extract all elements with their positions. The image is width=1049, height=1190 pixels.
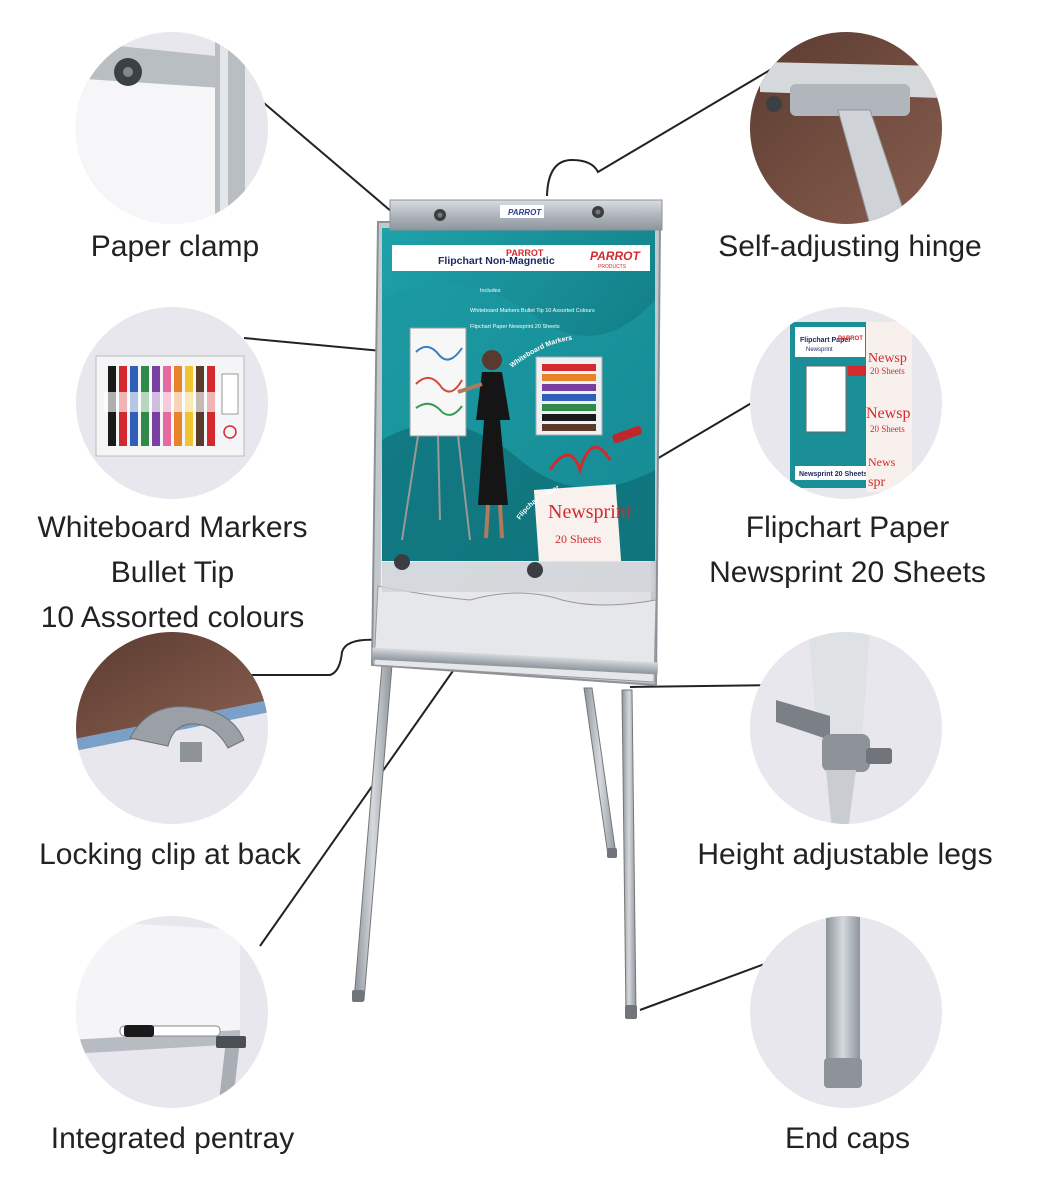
feature-image-legs: [750, 632, 942, 824]
pack-footer: Newsprint 20 Sheets: [799, 471, 868, 478]
poster-includes-heading: Includes: [480, 288, 501, 294]
label-flipchart-paper: Flipchart Paper Newsprint 20 Sheets: [675, 505, 1020, 595]
back-leg: [583, 687, 617, 856]
pack-title: Flipchart Paper: [800, 337, 851, 344]
feature-image-hinge: [750, 32, 942, 224]
label-line: Whiteboard Markers: [37, 511, 308, 544]
pack-word-1: Newsp: [868, 351, 907, 366]
label-line: Self-adjusting hinge: [718, 230, 982, 263]
connector-paper: [649, 397, 761, 464]
label-paper-clamp: Paper clamp: [40, 224, 310, 269]
pack-word-2: 20 Sheets: [870, 366, 905, 376]
clamp-knob-right: [592, 206, 604, 218]
back-end-cap: [607, 848, 617, 858]
poster-newsprint-word: Newsprint: [548, 501, 632, 523]
poster-sheets-text: 20 Sheets: [555, 532, 602, 546]
left-leg: [353, 664, 393, 1001]
clamp-knob-left: [434, 209, 446, 221]
right-leg: [621, 689, 637, 1016]
connector-markers: [243, 337, 393, 353]
label-locking-clip: Locking clip at back: [10, 832, 330, 877]
label-self-adjusting-hinge: Self-adjusting hinge: [680, 224, 1020, 269]
pack-word-6: spr: [868, 475, 885, 490]
feature-image-markers: [76, 307, 268, 499]
label-line: Bullet Tip: [110, 556, 235, 589]
feature-image-end-caps: [750, 916, 942, 1108]
right-end-cap: [625, 1005, 637, 1019]
connector-hinge: [546, 69, 771, 197]
clamp-knob-icon: [114, 58, 142, 86]
flipchart-easel: Newsprint 20 Sheets PARROT Flipchart Non…: [352, 199, 663, 1019]
label-integrated-pentray: Integrated pentray: [20, 1116, 325, 1161]
poster-includes-item-2: Flipchart Paper Newsprint 20 Sheets: [470, 324, 560, 330]
label-line: Integrated pentray: [50, 1122, 295, 1155]
pack-word-3: Newsp: [866, 405, 910, 422]
label-line: 10 Assorted colours: [40, 601, 305, 634]
bottom-rail: [371, 647, 659, 675]
connector-caps: [639, 961, 771, 1011]
feature-image-paper-clamp: [76, 32, 268, 224]
label-height-adjustable-legs: Height adjustable legs: [665, 832, 1025, 877]
connector-clip: [232, 638, 379, 676]
left-end-cap: [352, 990, 364, 1002]
poster-brand: PARROT: [506, 248, 544, 258]
poster-brand-sub: PRODUCTS: [598, 264, 627, 270]
pack-word-5: News: [868, 455, 896, 469]
product-poster: Newsprint 20 Sheets PARROT Flipchart Non…: [382, 228, 655, 561]
feature-image-pentray: [76, 916, 268, 1108]
feature-image-paper-pack: Flipchart Paper Newsprint PARROT Newspri…: [750, 307, 942, 499]
label-line: Paper clamp: [90, 230, 260, 263]
pack-brand: PARROT: [838, 336, 863, 342]
label-line: Newsprint 20 Sheets: [709, 556, 986, 589]
connector-paper-clamp: [257, 97, 393, 213]
connector-lines: [232, 69, 781, 1011]
label-line: Flipchart Paper: [745, 511, 950, 544]
pack-word-4: 20 Sheets: [870, 424, 905, 434]
label-whiteboard-markers: Whiteboard Markers Bullet Tip 10 Assorte…: [0, 505, 345, 640]
label-line: Height adjustable legs: [697, 838, 993, 871]
poster-title: Flipchart Non-Magnetic: [438, 255, 555, 267]
label-end-caps: End caps: [745, 1116, 950, 1161]
label-line: Locking clip at back: [39, 838, 301, 871]
connector-legs: [629, 684, 781, 688]
clamp-brand: PARROT: [508, 208, 542, 217]
connector-pentray: [259, 667, 456, 947]
pack-subtitle: Newsprint: [806, 347, 833, 353]
poster-brand-logo: PARROT: [590, 249, 641, 263]
feature-image-clip: [76, 632, 268, 824]
poster-includes-item-1: Whiteboard Markers Bullet Tip 10 Assorte…: [470, 308, 595, 314]
label-line: End caps: [784, 1122, 911, 1155]
